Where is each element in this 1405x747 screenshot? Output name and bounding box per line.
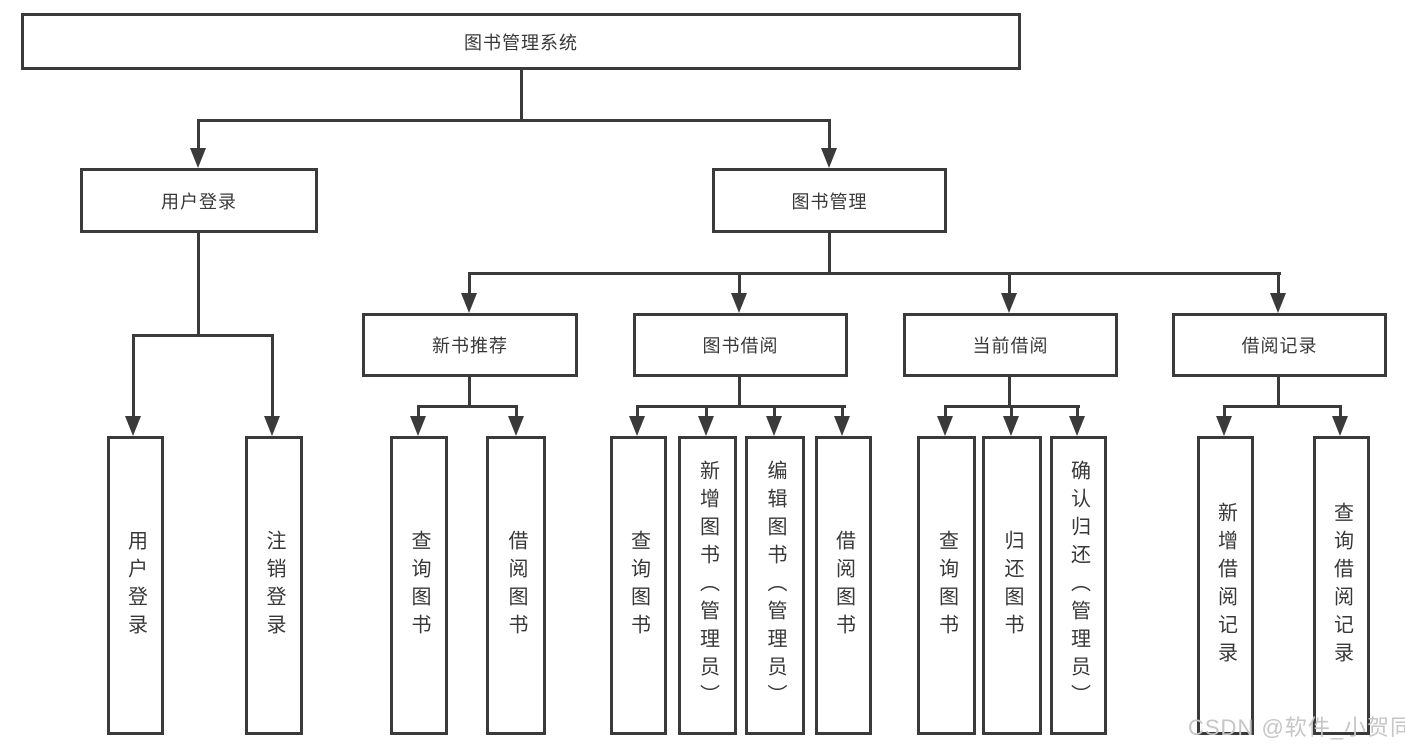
connector-l2-stem-right bbox=[828, 119, 831, 151]
leaf-edit-book-admin: 编辑图书（管理员） bbox=[745, 436, 805, 735]
leaf-query-books-1: 查询图书 bbox=[390, 436, 448, 735]
arrow-down-icon bbox=[766, 416, 782, 436]
arrow-down-icon bbox=[1003, 416, 1019, 436]
leaf-confirm-return-admin-label: 确认归还（管理员） bbox=[1067, 459, 1090, 712]
leaf-user-login-label: 用户登录 bbox=[124, 529, 147, 642]
connector-newbook-horizontal bbox=[417, 405, 518, 408]
leaf-return-book-label: 归还图书 bbox=[1001, 529, 1023, 642]
arrow-down-icon bbox=[731, 293, 747, 313]
node-user-login: 用户登录 bbox=[80, 168, 318, 233]
connector-current-drop1 bbox=[944, 405, 947, 419]
leaf-confirm-return-admin: 确认归还（管理员） bbox=[1050, 436, 1107, 735]
leaf-query-borrow-record-label: 查询借阅记录 bbox=[1330, 501, 1353, 670]
arrow-down-icon bbox=[629, 416, 645, 436]
arrow-down-icon bbox=[1270, 293, 1286, 313]
connector-borrow-drop3 bbox=[773, 405, 776, 419]
leaf-borrow-books-1-label: 借阅图书 bbox=[505, 529, 527, 642]
leaf-logout: 注销登录 bbox=[245, 436, 303, 735]
node-book-borrowing: 图书借阅 bbox=[633, 313, 848, 377]
leaf-return-book: 归还图书 bbox=[982, 436, 1042, 735]
node-new-book-recommend: 新书推荐 bbox=[362, 313, 578, 377]
connector-userlogin-drop1 bbox=[132, 334, 135, 418]
leaf-borrow-books-1: 借阅图书 bbox=[486, 436, 546, 735]
node-current-borrowing: 当前借阅 bbox=[903, 313, 1118, 377]
connector-root-stem bbox=[520, 70, 523, 120]
leaf-add-book-admin-label: 新增图书（管理员） bbox=[696, 459, 719, 712]
connector-current-drop3 bbox=[1076, 405, 1079, 419]
connector-borrow-drop4 bbox=[841, 405, 844, 419]
leaf-query-books-3-label: 查询图书 bbox=[935, 529, 958, 642]
node-borrowing-records-label: 借阅记录 bbox=[1241, 336, 1318, 356]
node-current-borrowing-label: 当前借阅 bbox=[972, 336, 1049, 356]
connector-l3-horizontal bbox=[468, 272, 1281, 275]
connector-l3-drop4 bbox=[1277, 272, 1280, 296]
arrow-down-icon bbox=[125, 416, 141, 436]
arrow-down-icon bbox=[410, 416, 426, 436]
leaf-add-book-admin: 新增图书（管理员） bbox=[678, 436, 737, 735]
leaf-query-books-3: 查询图书 bbox=[917, 436, 976, 735]
connector-l3-drop2 bbox=[738, 272, 741, 296]
leaf-borrow-books-2: 借阅图书 bbox=[815, 436, 872, 735]
node-user-login-label: 用户登录 bbox=[161, 191, 237, 212]
leaf-edit-book-admin-label: 编辑图书（管理员） bbox=[764, 459, 786, 712]
arrow-down-icon bbox=[508, 416, 524, 436]
node-book-borrowing-label: 图书借阅 bbox=[702, 336, 779, 356]
node-book-management: 图书管理 bbox=[712, 168, 947, 233]
arrow-down-icon bbox=[821, 148, 837, 168]
arrow-down-icon bbox=[937, 416, 953, 436]
node-borrowing-records: 借阅记录 bbox=[1172, 313, 1387, 377]
leaf-borrow-books-2-label: 借阅图书 bbox=[832, 529, 855, 642]
connector-records-stem bbox=[1277, 377, 1280, 407]
arrow-down-icon bbox=[1069, 416, 1085, 436]
connector-current-stem bbox=[1008, 377, 1011, 407]
leaf-query-books-2-label: 查询图书 bbox=[627, 529, 650, 642]
connector-borrow-horizontal bbox=[636, 405, 846, 408]
leaf-add-borrow-record: 新增借阅记录 bbox=[1197, 436, 1254, 735]
csdn-watermark: CSDN @软件_小贺同学 bbox=[1188, 715, 1405, 740]
arrow-down-icon bbox=[190, 148, 206, 168]
leaf-query-books-1-label: 查询图书 bbox=[408, 529, 430, 642]
connector-current-drop2 bbox=[1010, 405, 1013, 419]
node-root: 图书管理系统 bbox=[21, 13, 1021, 70]
connector-newbook-drop1 bbox=[417, 405, 420, 419]
connector-bookmgmt-stem bbox=[828, 233, 831, 274]
arrow-down-icon bbox=[1216, 416, 1232, 436]
connector-userlogin-stem bbox=[197, 233, 200, 336]
leaf-query-borrow-record: 查询借阅记录 bbox=[1313, 436, 1370, 735]
arrow-down-icon bbox=[1332, 416, 1348, 436]
leaf-add-borrow-record-label: 新增借阅记录 bbox=[1214, 501, 1237, 670]
connector-records-horizontal bbox=[1223, 405, 1342, 408]
connector-l2-horizontal bbox=[197, 119, 831, 122]
connector-newbook-drop2 bbox=[515, 405, 518, 419]
connector-records-drop2 bbox=[1339, 405, 1342, 419]
connector-l3-drop3 bbox=[1008, 272, 1011, 296]
arrow-down-icon bbox=[461, 293, 477, 313]
connector-userlogin-drop2 bbox=[271, 334, 274, 418]
connector-borrow-drop1 bbox=[636, 405, 639, 419]
node-book-management-label: 图书管理 bbox=[791, 191, 868, 212]
connector-userlogin-horizontal bbox=[132, 334, 274, 337]
arrow-down-icon bbox=[698, 416, 714, 436]
connector-l2-stem-left bbox=[197, 119, 200, 151]
node-root-label: 图书管理系统 bbox=[464, 32, 578, 53]
arrow-down-icon bbox=[264, 416, 280, 436]
arrow-down-icon bbox=[834, 416, 850, 436]
connector-borrow-stem bbox=[738, 377, 741, 407]
connector-records-drop1 bbox=[1223, 405, 1226, 419]
leaf-query-books-2: 查询图书 bbox=[610, 436, 667, 735]
connector-newbook-stem bbox=[468, 377, 471, 407]
arrow-down-icon bbox=[1001, 293, 1017, 313]
connector-borrow-drop2 bbox=[705, 405, 708, 419]
connector-l3-drop1 bbox=[468, 272, 471, 296]
node-new-book-recommend-label: 新书推荐 bbox=[432, 336, 508, 356]
leaf-logout-label: 注销登录 bbox=[263, 529, 285, 642]
leaf-user-login: 用户登录 bbox=[107, 436, 164, 735]
